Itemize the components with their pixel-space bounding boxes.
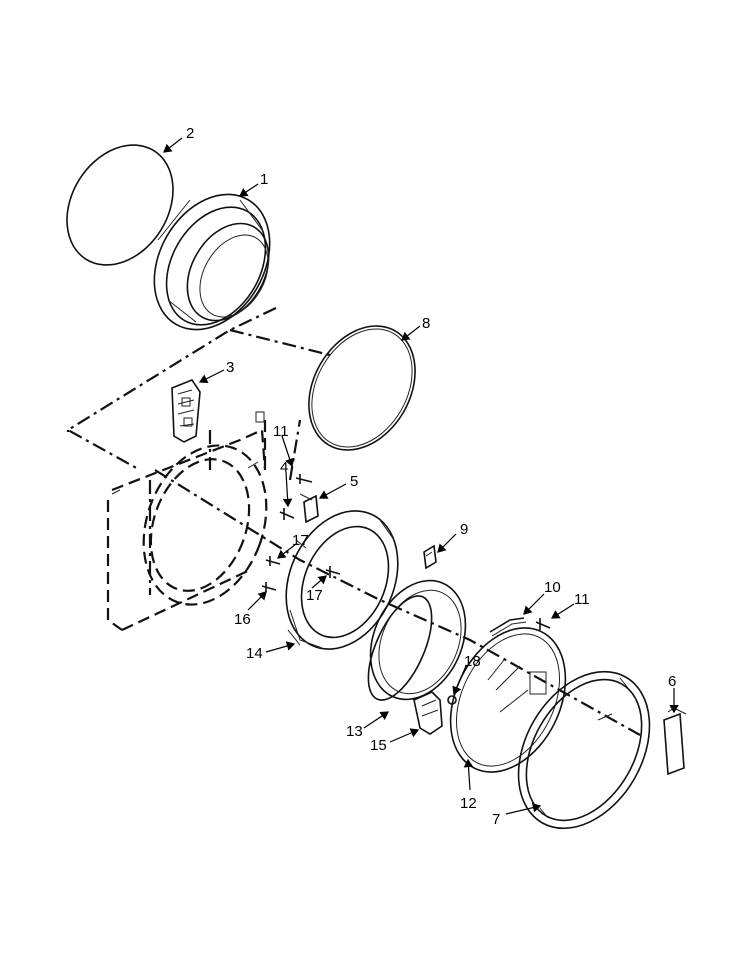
part-10-latch-rod bbox=[489, 617, 527, 637]
callout-15: 15 bbox=[370, 737, 387, 754]
callout-11-right: 11 bbox=[574, 591, 590, 608]
screw-group bbox=[261, 474, 341, 592]
callout-12: 12 bbox=[460, 795, 477, 812]
part-7-outer-door bbox=[517, 670, 651, 830]
part-2-door-seal bbox=[66, 144, 174, 266]
part-13-door-glass bbox=[367, 579, 467, 701]
callout-9: 9 bbox=[460, 521, 468, 538]
callout-7: 7 bbox=[492, 811, 500, 828]
callout-6: 6 bbox=[668, 673, 676, 690]
callout-8: 8 bbox=[422, 315, 430, 332]
callout-11-left: 11 bbox=[273, 423, 289, 440]
callout-1: 1 bbox=[260, 171, 268, 188]
part-12-window bbox=[449, 627, 567, 773]
callout-18: 18 bbox=[464, 653, 481, 670]
part-5-hinge bbox=[299, 493, 319, 524]
assembly-dashed-lines bbox=[65, 307, 641, 736]
callout-17-upper: 17 bbox=[292, 532, 309, 549]
callout-5: 5 bbox=[350, 473, 358, 490]
part-14-inner-door bbox=[285, 510, 399, 650]
front-panel-outline bbox=[111, 411, 268, 631]
callout-10: 10 bbox=[544, 579, 561, 596]
part-15-handle-assembly bbox=[413, 691, 443, 735]
callout-4: 4 bbox=[280, 459, 288, 476]
leader-lines bbox=[163, 137, 679, 815]
part-8-clamp-ring bbox=[308, 325, 416, 451]
callout-16: 16 bbox=[234, 611, 251, 628]
part-3-door-lock bbox=[171, 379, 201, 443]
callout-17-lower: 17 bbox=[306, 587, 323, 604]
callout-2: 2 bbox=[186, 125, 194, 142]
callout-14: 14 bbox=[246, 645, 263, 662]
callout-3: 3 bbox=[226, 359, 234, 376]
callout-labels: 2 1 3 8 11 4 5 9 17 17 16 14 10 11 18 6 … bbox=[186, 125, 676, 828]
part-1-bellows bbox=[153, 193, 271, 331]
callout-13: 13 bbox=[346, 723, 363, 740]
part-11-screw-right bbox=[535, 618, 551, 630]
part-9-strike bbox=[423, 544, 437, 570]
part-6-door-handle bbox=[663, 707, 687, 776]
